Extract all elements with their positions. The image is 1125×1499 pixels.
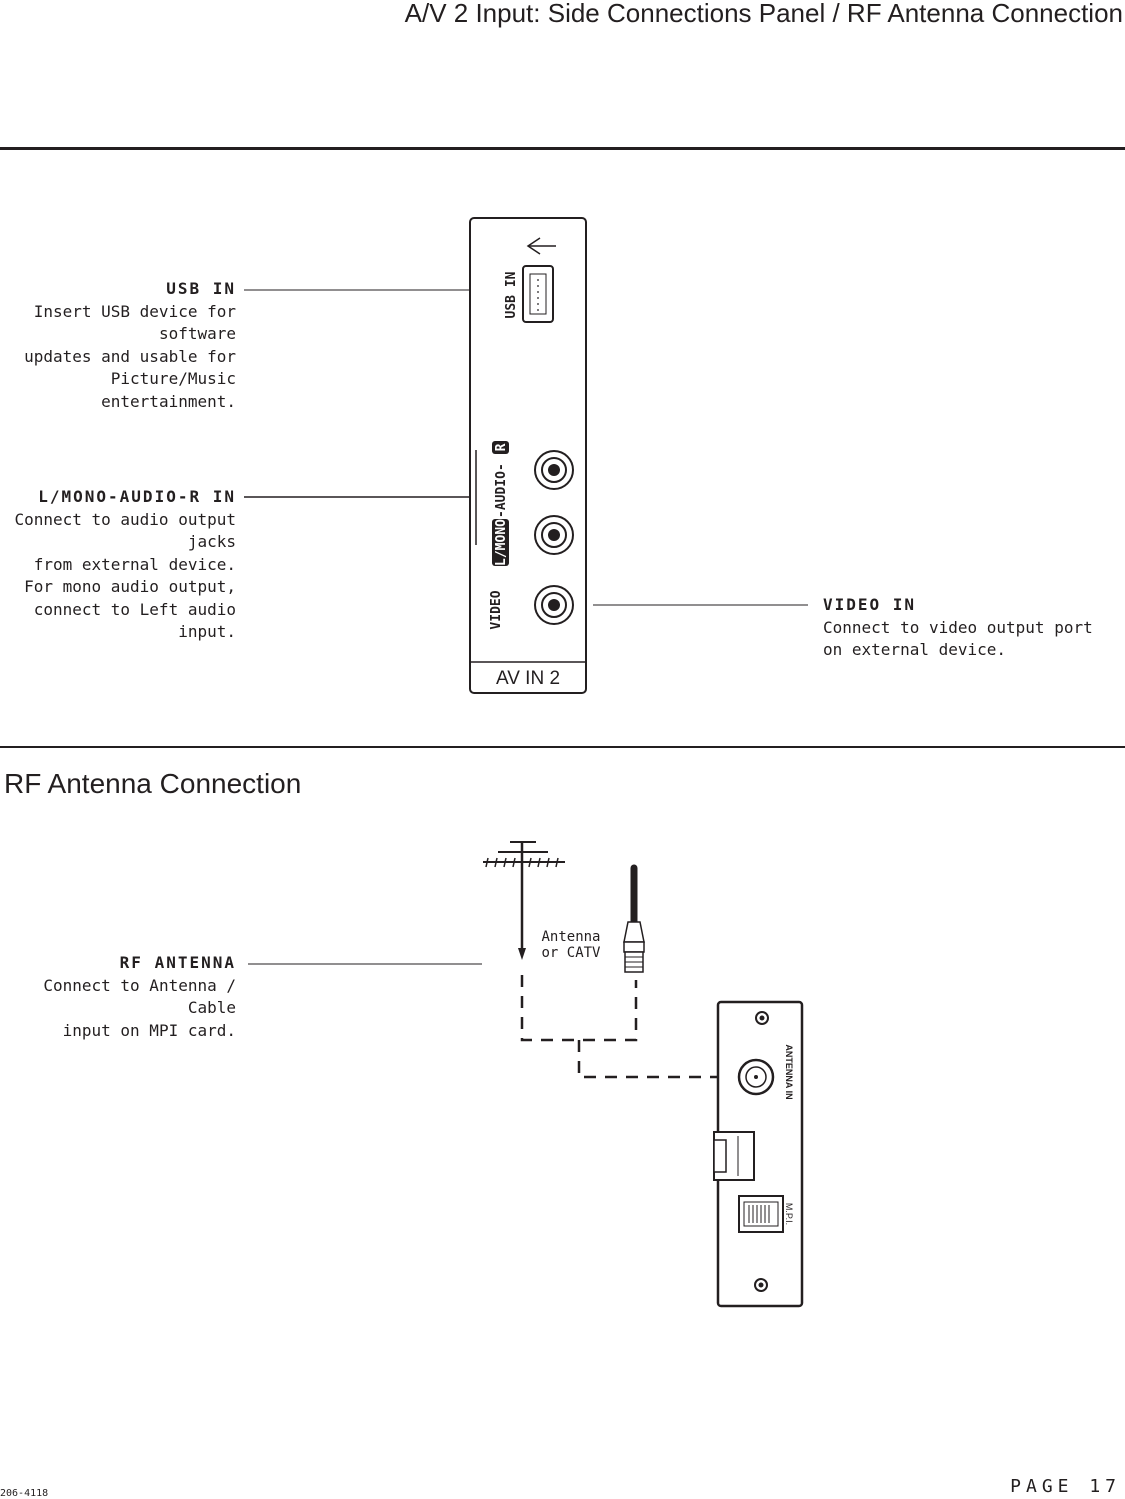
coax-cable-icon <box>623 864 645 973</box>
r-label: R <box>494 443 509 451</box>
header-divider <box>0 147 1125 150</box>
mpi-clip-icon <box>713 1131 755 1181</box>
rf-callout-heading: RF ANTENNA <box>119 953 236 972</box>
usb-callout-line: Picture/Music entertainment. <box>101 369 236 411</box>
rf-callout-line: Connect to Antenna / Cable <box>43 975 236 1018</box>
video-callout-heading: VIDEO IN <box>823 595 917 614</box>
l-mono-badge <box>492 519 509 566</box>
rf-diagram: Antenna or CATV ANTENNA IN <box>248 841 804 1308</box>
audio-r-jack-icon <box>534 450 574 490</box>
mounting-screw-icon <box>755 1011 769 1025</box>
section-divider <box>0 746 1125 748</box>
antenna-caption-line-1: Antenna <box>541 929 600 945</box>
av-panel-diagram: AV IN 2 USB IN L/MONO -AUDIO- R VIDEO <box>244 217 808 694</box>
usb-callout: USB IN Insert USB device for software up… <box>0 278 236 413</box>
rf-section-title: RF Antenna Connection <box>4 768 302 799</box>
rf-callout: RF ANTENNA Connect to Antenna / Cable in… <box>0 952 236 1042</box>
audio-callout-line: For mono audio output, <box>24 577 236 596</box>
r-badge <box>492 441 509 454</box>
audio-callout-line: connect to Left audio input. <box>33 599 236 642</box>
usb-port-label: USB IN <box>504 271 519 318</box>
page-number: PAGE 17 <box>1010 1476 1121 1497</box>
signal-path <box>520 975 638 1042</box>
usb-callout-line: updates and usable for <box>24 346 236 366</box>
video-jack-icon <box>534 585 574 625</box>
audio-callout-line: from external device. <box>33 554 236 574</box>
audio-callout-line: Connect to audio output jacks <box>14 509 236 552</box>
video-callout-line: Connect to video output port <box>823 617 1093 637</box>
mpi-port-icon <box>738 1195 784 1233</box>
signal-path-to-mpi <box>577 1040 732 1079</box>
antenna-in-jack-icon <box>737 1058 775 1096</box>
video-label: VIDEO <box>489 590 504 629</box>
panel-name: AV IN 2 <box>496 668 560 689</box>
antenna-in-label: ANTENNA IN <box>784 1044 794 1099</box>
video-callout: VIDEO IN Connect to video output port on… <box>823 594 1113 662</box>
audio-l-jack-icon <box>534 515 574 555</box>
page-title: A/V 2 Input: Side Connections Panel / RF… <box>404 0 1123 28</box>
mpi-label: M.P.I. <box>784 1203 794 1225</box>
audio-callout: L/MONO-AUDIO-R IN Connect to audio outpu… <box>0 486 236 644</box>
usb-callout-heading: USB IN <box>166 279 236 298</box>
audio-mid-label: -AUDIO- <box>494 463 509 518</box>
antenna-icon <box>483 841 565 960</box>
mounting-screw-icon <box>754 1278 768 1292</box>
document-code: 206-4118 <box>0 1488 49 1499</box>
audio-callout-heading: L/MONO-AUDIO-R IN <box>38 487 236 506</box>
rf-callout-line: input on MPI card. <box>62 1020 236 1040</box>
usb-symbol-icon <box>526 237 556 255</box>
usb-callout-line: Insert USB device for software <box>33 301 236 344</box>
usb-port-icon <box>522 265 554 323</box>
l-mono-label: L/MONO <box>494 519 509 566</box>
video-callout-line: on external device. <box>823 640 1007 659</box>
av-panel <box>469 217 587 694</box>
antenna-caption-line-2: or CATV <box>541 945 601 961</box>
audio-label-group: L/MONO -AUDIO- R <box>492 441 509 566</box>
